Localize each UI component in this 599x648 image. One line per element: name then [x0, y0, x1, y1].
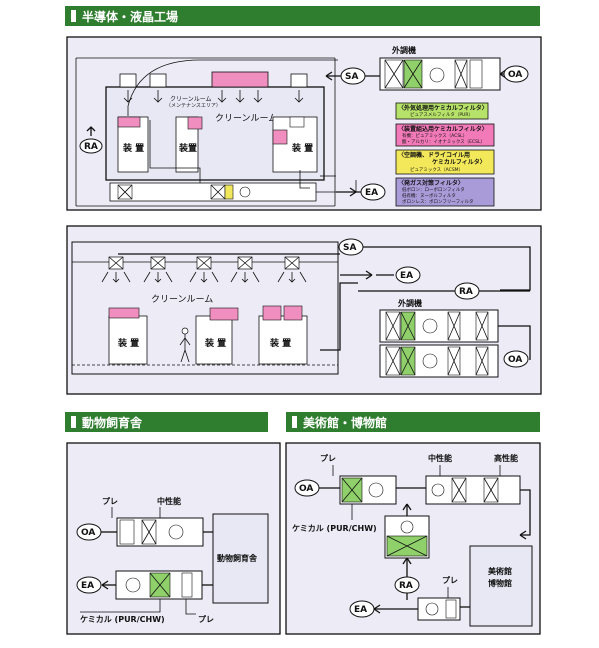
maint-cleanroom-label: クリーンルーム [170, 96, 212, 103]
ffu-unit [119, 73, 137, 88]
svg-text:ケミカルフィルタ〉: ケミカルフィルタ〉 [432, 158, 486, 166]
ra-label-2: RA [459, 287, 473, 297]
fan-icon [400, 520, 414, 534]
device-2: 装置 [175, 116, 203, 173]
maint-area-label: （メンテナンスエリア） [166, 103, 221, 109]
sa-badge-1 [340, 67, 366, 85]
cleanroom-label-2: クリーンルーム [151, 294, 213, 305]
high-label-m: 高性能 [494, 453, 518, 463]
fan-icon [239, 186, 251, 198]
legend-item-coil [395, 149, 495, 175]
medium-label-a: 中性能 [157, 496, 181, 506]
device-label: 装 置 [122, 142, 144, 154]
chemical-label-a: ケミカル (PUR/CHW) [80, 615, 165, 624]
oa-label-1: OA [508, 70, 522, 80]
oa-badge-1 [503, 65, 529, 83]
animal-room [212, 513, 269, 604]
device-3: 装 置 [272, 116, 318, 173]
section-title-semi: 半導体・液晶工場 [82, 9, 178, 24]
ra-badge-1 [79, 138, 103, 154]
ffu-row [119, 71, 308, 88]
svg-text:〈外気処理用ケミカルフィルタ〉: 〈外気処理用ケミカルフィルタ〉 [398, 104, 488, 112]
device-label: 装 置 [291, 142, 313, 154]
ea-label-1: EA [365, 188, 378, 198]
svg-text:〈発ガス対策フィルタ〉: 〈発ガス対策フィルタ〉 [398, 179, 464, 187]
medium-label-m: 中性能 [428, 453, 452, 463]
cleanroom-label-1: クリーンルーム [215, 113, 277, 124]
person-icon [179, 327, 191, 363]
museum-room-label-1: 美術館 [488, 566, 512, 576]
chemical-label-m: ケミカル (PUR/CHW) [292, 524, 377, 533]
fan-icon [125, 577, 141, 593]
oa-label-2: OA [508, 355, 522, 365]
fan-icon [425, 602, 439, 616]
fan-icon [368, 482, 384, 498]
fan-icon [431, 483, 445, 497]
svg-text:有機：ピュアミックス（ACSL）: 有機：ピュアミックス（ACSL） [402, 132, 467, 139]
device-4: 装 置 [108, 307, 148, 365]
airflow-arrows-2 [101, 271, 307, 283]
museum-room-label-2: 博物館 [488, 578, 512, 588]
animal-room-label: 動物飼育舎 [217, 553, 258, 563]
ra-label-m: RA [399, 581, 413, 591]
ra-arrow-up [86, 126, 96, 136]
svg-text:ボロンレス：ボロンフリーフィルタ: ボロンレス：ボロンフリーフィルタ [402, 198, 474, 205]
svg-text:装 置: 装 置 [117, 337, 139, 349]
device-label: 装置 [178, 142, 197, 154]
section-title-museum: 美術館・博物館 [303, 415, 387, 430]
svg-text:〈装置組込用ケミカルフィルタ〉: 〈装置組込用ケミカルフィルタ〉 [398, 125, 488, 133]
device-6: 装 置 [258, 305, 308, 365]
airflow-arrows-down [123, 90, 304, 103]
device-1: 装 置 [117, 116, 149, 173]
section-header-animal [65, 412, 268, 432]
pre-label-m2: プレ [442, 575, 458, 585]
ffu-unit-chemical [211, 71, 269, 88]
legend-item-pur [395, 102, 489, 120]
device-5: 装 置 [195, 307, 239, 365]
ra-label-1: RA [84, 142, 98, 152]
sa-label-1: SA [345, 72, 358, 82]
section-header-museum [286, 412, 540, 432]
ffu-unit [149, 73, 167, 88]
svg-text:〈空調機、ドライコイル用: 〈空調機、ドライコイル用 [398, 151, 470, 159]
ea-label-m: EA [354, 605, 367, 615]
sa-label-2: SA [343, 243, 356, 253]
ea-label-a: EA [81, 581, 94, 591]
section-title-animal: 動物飼育舎 [82, 415, 143, 430]
outdoor-unit-label-1: 外調機 [392, 45, 416, 55]
oa-badge-2 [503, 350, 529, 368]
ea-label-2: EA [400, 271, 413, 281]
fan-icon [168, 524, 184, 540]
oa-label-m: OA [299, 484, 313, 494]
ea-badge-2 [395, 266, 421, 284]
ea-badge-a [76, 576, 102, 594]
svg-text:装 置: 装 置 [269, 337, 291, 349]
svg-text:酸・アルカリ：イオナミックス（ECSL）: 酸・アルカリ：イオナミックス（ECSL） [402, 138, 485, 145]
oa-label-a: OA [81, 528, 95, 538]
ea-badge-m [349, 600, 375, 618]
legend-item-outgas [395, 177, 495, 207]
outdoor-unit-2a [379, 309, 499, 343]
dry-coil-chemical [224, 184, 234, 200]
pre-label-a2: プレ [198, 614, 214, 624]
pre-label-a1: プレ [102, 496, 118, 506]
legend-item-device [395, 123, 495, 147]
outdoor-unit-2b [379, 344, 499, 378]
section-header-semi [65, 6, 540, 26]
ffu-unit [290, 73, 308, 88]
outdoor-unit-label-2: 外調機 [398, 298, 422, 308]
legend: 〈外気処理用ケミカルフィルタ〉 ピュアスメルフィルタ（PUR） 〈装置組込用ケミ… [395, 102, 495, 207]
ea-badge-1 [360, 183, 386, 201]
svg-text:低有機：ヌーボルフィルタ: 低有機：ヌーボルフィルタ [402, 192, 456, 199]
svg-text:低ボロン：ローボロンフィルタ: 低ボロン：ローボロンフィルタ [402, 186, 465, 193]
svg-text:装 置: 装 置 [204, 337, 226, 349]
museum-room [469, 545, 533, 627]
fan-icon [429, 67, 445, 83]
svg-text:ピュアスメルフィルタ（PUR）: ピュアスメルフィルタ（PUR） [410, 111, 473, 118]
pre-label-m1: プレ [320, 453, 336, 463]
diffuser-row [108, 256, 300, 270]
svg-text:ピュアミックス（ACSM）: ピュアミックス（ACSM） [410, 167, 463, 173]
